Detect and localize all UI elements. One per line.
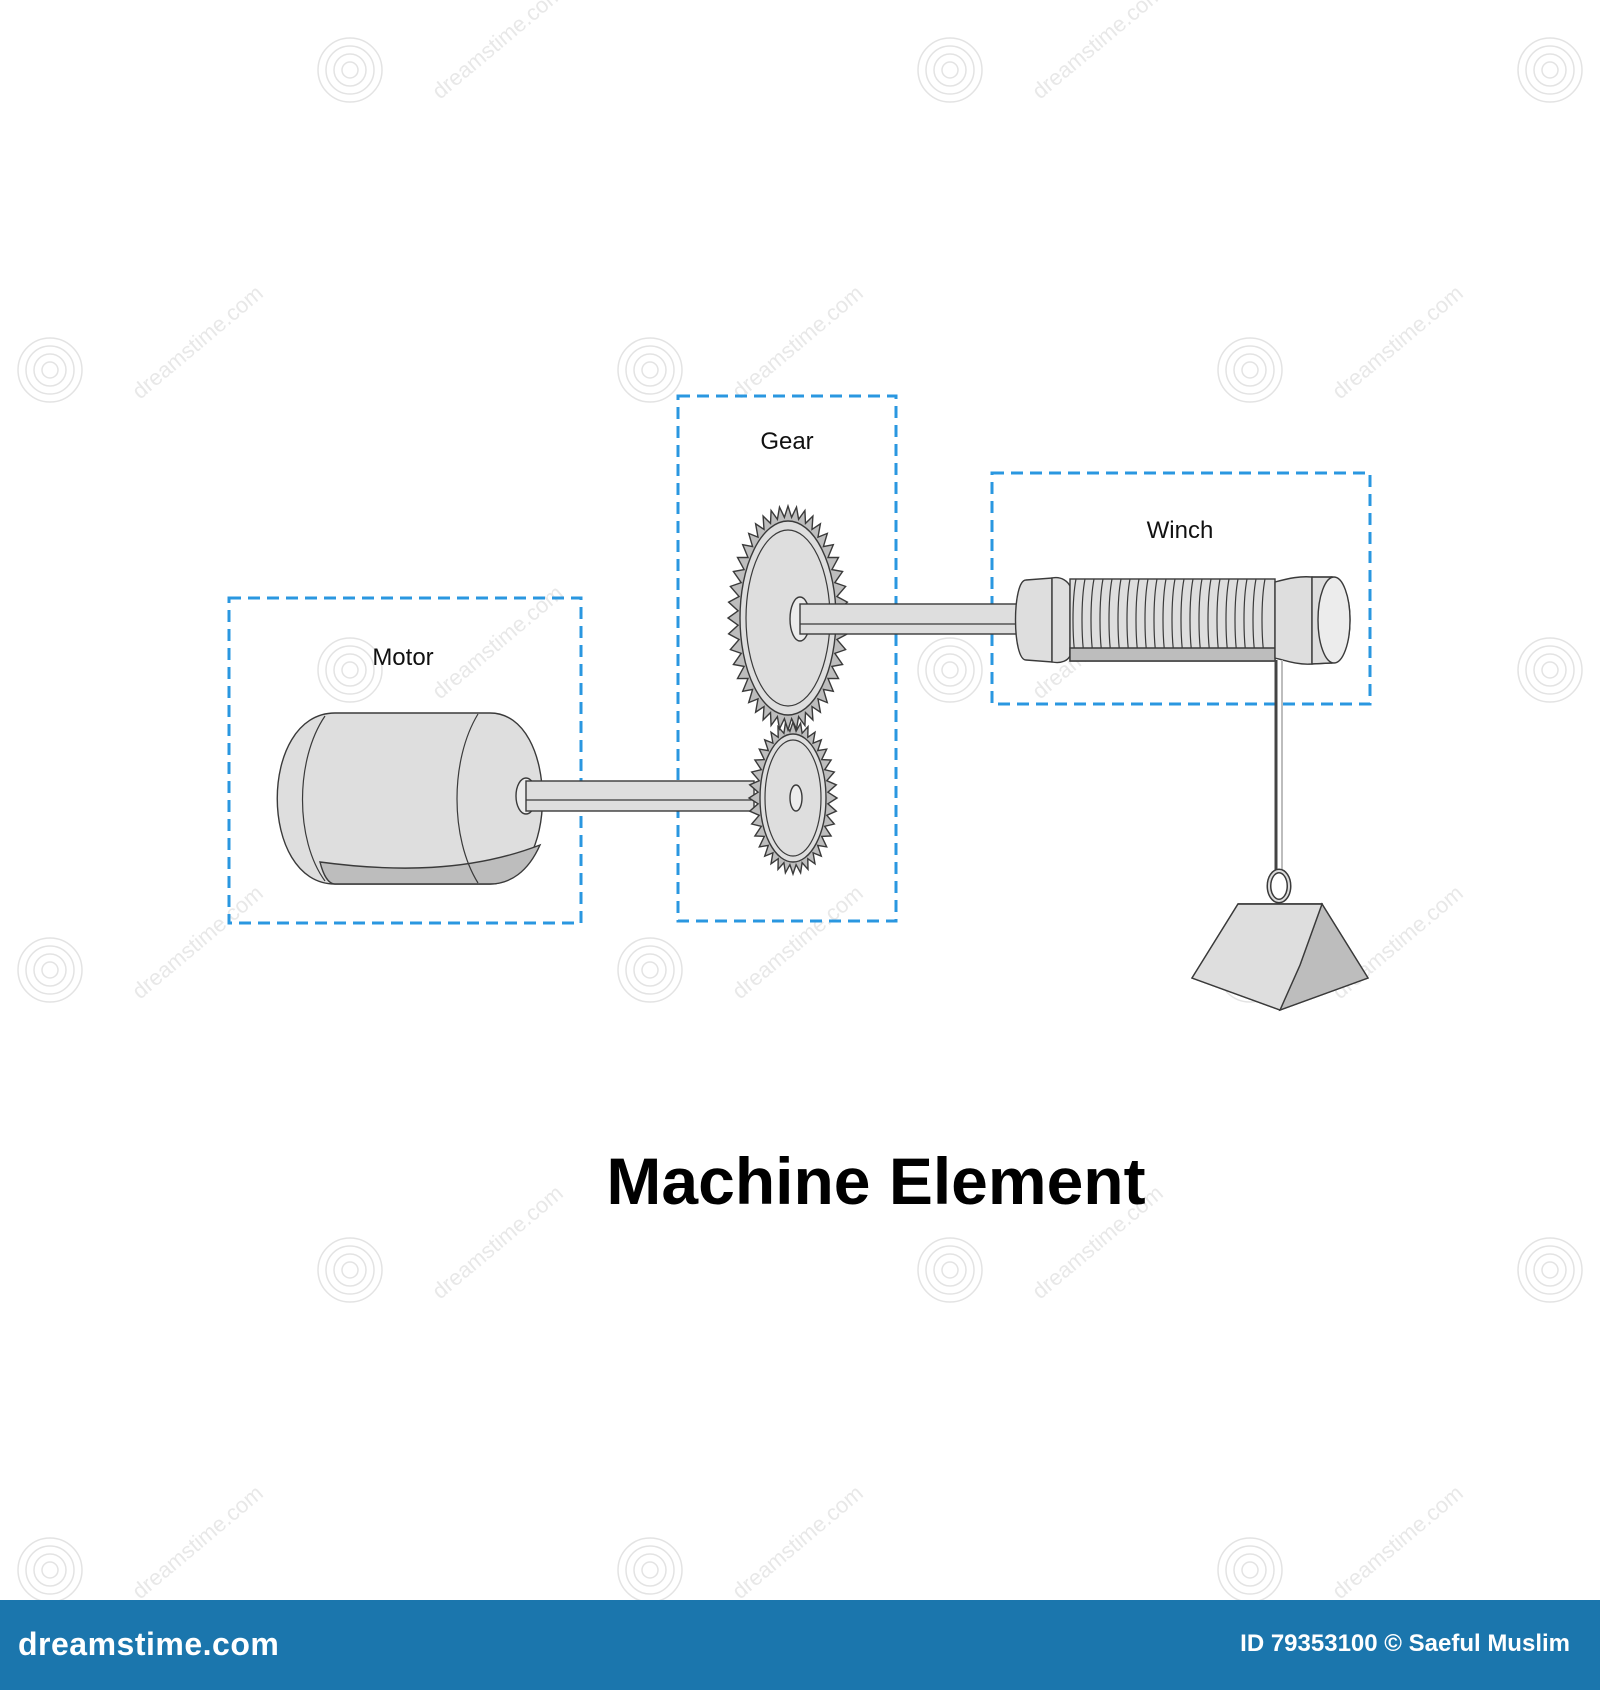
watermark-spiral xyxy=(625,945,675,995)
watermark-spiral xyxy=(941,661,959,679)
watermark-spiral xyxy=(325,45,375,95)
watermark-text: dreamstime.com xyxy=(427,0,568,104)
watermark-text: dreamstime.com xyxy=(727,280,868,404)
watermark-spiral xyxy=(25,1545,75,1595)
watermark-spiral xyxy=(917,1237,983,1303)
watermark-spiral xyxy=(17,1537,83,1600)
watermark-text: dreamstime.com xyxy=(127,280,268,404)
watermark-spiral xyxy=(1525,45,1575,95)
motor-box xyxy=(227,596,583,925)
watermark-spiral xyxy=(617,1537,683,1600)
watermark-spiral xyxy=(17,937,83,1003)
watermark-text: dreamstime.com xyxy=(727,1480,868,1600)
watermark-spiral xyxy=(925,45,975,95)
watermark-spiral xyxy=(25,945,75,995)
watermark-spiral xyxy=(641,361,659,379)
watermark-spiral xyxy=(317,1237,383,1303)
watermark-spiral xyxy=(933,1253,967,1287)
watermark-spiral xyxy=(1217,337,1283,403)
watermark-spiral xyxy=(33,1553,67,1587)
motor-label: Motor xyxy=(372,644,433,671)
watermark-spiral xyxy=(1517,637,1583,703)
motor-shaft xyxy=(525,780,755,812)
watermark-spiral xyxy=(1517,1237,1583,1303)
watermark-spiral xyxy=(1517,37,1583,103)
watermark-spiral xyxy=(341,1261,359,1279)
watermark-spiral xyxy=(633,953,667,987)
watermark-text: dreamstime.com xyxy=(127,1480,268,1600)
watermark-spiral xyxy=(925,1245,975,1295)
watermark-spiral xyxy=(1541,61,1559,79)
footer-brand-logo: dreamstime.com xyxy=(18,1626,280,1662)
watermark-spiral xyxy=(1233,1553,1267,1587)
watermark-spiral xyxy=(333,653,367,687)
watermark-spiral xyxy=(1233,353,1267,387)
watermark-spiral xyxy=(41,1561,59,1579)
winch-box xyxy=(990,471,1372,706)
watermark-spiral xyxy=(1541,661,1559,679)
watermark-spiral xyxy=(641,1561,659,1579)
machine-element-diagram: dreamstime.com dreamstime.com dreamstime.c… xyxy=(17,0,1583,1600)
watermark-text: dreamstime.com xyxy=(1327,1480,1468,1600)
watermark-spiral xyxy=(933,653,967,687)
watermark-spiral xyxy=(1525,645,1575,695)
watermark-spiral xyxy=(317,637,383,703)
footer-credit: ID 79353100 © Saeful Muslim xyxy=(1240,1630,1570,1657)
watermark-text: dreamstime.com xyxy=(727,880,868,1004)
watermark-spiral xyxy=(25,345,75,395)
watermark-spiral xyxy=(633,1553,667,1587)
watermark-spiral xyxy=(341,61,359,79)
watermark-spiral xyxy=(33,353,67,387)
watermark-spiral xyxy=(325,645,375,695)
motor xyxy=(276,712,544,885)
watermark-spiral xyxy=(1241,1561,1259,1579)
watermark-spiral xyxy=(1225,1545,1275,1595)
watermark-spiral xyxy=(933,53,967,87)
watermark-spiral xyxy=(341,661,359,679)
watermark-spiral xyxy=(1541,1261,1559,1279)
watermark-spiral xyxy=(1241,361,1259,379)
watermark-spiral xyxy=(333,1253,367,1287)
watermark-spiral xyxy=(917,637,983,703)
watermark-text: dreamstime.com xyxy=(127,880,268,1004)
watermark-text: dreamstime.com xyxy=(1327,280,1468,404)
watermark-spiral xyxy=(1525,1245,1575,1295)
watermark-spiral xyxy=(633,353,667,387)
watermark-spiral xyxy=(1225,345,1275,395)
watermark-spiral xyxy=(625,1545,675,1595)
watermark-spiral xyxy=(617,937,683,1003)
gear-label: Gear xyxy=(760,428,813,455)
watermark-spiral xyxy=(325,1245,375,1295)
winch-drum xyxy=(1014,576,1351,665)
watermark-spiral xyxy=(617,337,683,403)
watermark-spiral xyxy=(917,37,983,103)
diagram-title: Machine Element xyxy=(606,1144,1145,1218)
watermark-spiral xyxy=(1533,1253,1567,1287)
watermark-spiral xyxy=(41,961,59,979)
watermark-spiral xyxy=(333,53,367,87)
winch-shaft xyxy=(799,603,1021,635)
watermark-spiral xyxy=(941,61,959,79)
watermark-spiral xyxy=(925,645,975,695)
small-gear xyxy=(747,719,839,877)
footer-bar: dreamstime.com ID 79353100 © Saeful Musl… xyxy=(0,1600,1600,1690)
watermark-spiral xyxy=(1533,53,1567,87)
watermark-text: dreamstime.com xyxy=(427,1180,568,1304)
watermark-spiral xyxy=(317,37,383,103)
winch-label: Winch xyxy=(1147,517,1214,544)
hanging-weight xyxy=(1190,660,1370,1012)
watermark-spiral xyxy=(625,345,675,395)
watermark-spiral xyxy=(1533,653,1567,687)
watermark-spiral xyxy=(1217,1537,1283,1600)
watermark-spiral xyxy=(41,361,59,379)
watermark-text: dreamstime.com xyxy=(1027,0,1168,104)
watermark-spiral xyxy=(33,953,67,987)
watermark-spiral xyxy=(17,337,83,403)
gear-box xyxy=(676,394,898,923)
watermark-spiral xyxy=(941,1261,959,1279)
watermark-spiral xyxy=(641,961,659,979)
